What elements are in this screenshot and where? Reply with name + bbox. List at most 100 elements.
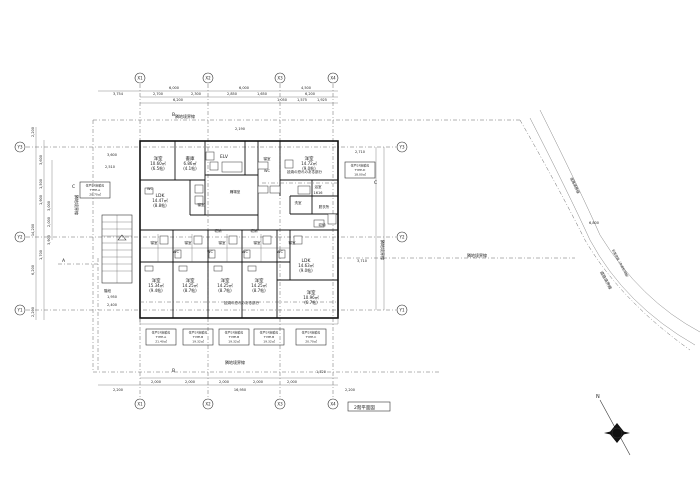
grid-bubble bbox=[202, 72, 214, 84]
room-name: LDK bbox=[302, 258, 312, 264]
room-small-label: 洗室 bbox=[295, 200, 303, 205]
room-small-label: 収納 bbox=[215, 228, 222, 233]
room-small-label: WC bbox=[264, 169, 270, 173]
dimension-value: 2,850 bbox=[227, 92, 237, 96]
boundary-label-bottom: 隣地境界線 bbox=[225, 359, 245, 365]
room-area: 14.63㎡ bbox=[298, 262, 313, 268]
room-small-label: 収納 bbox=[319, 222, 327, 227]
dimension-value: 3,754 bbox=[113, 92, 124, 96]
dimension-value: 6,200 bbox=[173, 98, 183, 102]
road-name-label: 道路境界線 bbox=[569, 176, 581, 194]
room-name: 書庫 bbox=[186, 155, 195, 162]
title-box bbox=[347, 401, 391, 412]
fixture-box bbox=[178, 265, 188, 272]
dimension-value: 2,710 bbox=[355, 150, 365, 154]
room-name: 洋室 bbox=[307, 289, 316, 296]
fixture-box bbox=[213, 265, 223, 272]
grid-bubble bbox=[202, 398, 214, 410]
heating-box bbox=[182, 328, 214, 346]
grid-bubble bbox=[396, 304, 408, 316]
fixture-box bbox=[278, 249, 286, 259]
room-small-label: WC bbox=[242, 250, 248, 254]
grid-label: Y2 bbox=[17, 235, 23, 240]
room-name: 洋室 bbox=[186, 277, 195, 284]
heating-type: TYPE-C bbox=[305, 335, 317, 339]
room-small-label: 1616 bbox=[314, 191, 323, 195]
dimension-value: 1,720 bbox=[316, 370, 326, 374]
boundary-label-mid: 隣地境界線 bbox=[380, 240, 386, 260]
dimension-value: 6,000 bbox=[169, 86, 179, 90]
room-small-label: 脱衣所 bbox=[319, 204, 330, 209]
fixture-box bbox=[194, 184, 204, 194]
room-tatami: (8.7帖) bbox=[218, 287, 232, 293]
room-tatami: (8.7帖) bbox=[252, 287, 266, 293]
fixture-box bbox=[293, 235, 303, 245]
fixture-box bbox=[247, 265, 257, 272]
dimension-value: 16,950 bbox=[234, 388, 246, 392]
dimension-value: 2,200 bbox=[113, 388, 123, 392]
dimension-value: 1,650 bbox=[257, 92, 267, 96]
section-c-label: C bbox=[72, 184, 75, 190]
dimension-value: 14,200 bbox=[31, 224, 35, 236]
room-area: 10.60㎡ bbox=[150, 160, 165, 166]
dimension-value: 6,800 bbox=[589, 221, 599, 225]
grid-label: X3 bbox=[277, 402, 283, 407]
room-small-label: WC bbox=[207, 250, 213, 254]
grid-bubble bbox=[134, 398, 146, 410]
dimension-value: 2,700 bbox=[153, 92, 163, 96]
section-markers: A B B C C bbox=[58, 112, 377, 374]
fixture-box bbox=[228, 235, 238, 245]
fixture-box bbox=[284, 159, 294, 169]
grid-bubble bbox=[14, 141, 26, 153]
dimension-value: 1,950 bbox=[107, 295, 117, 299]
heating-box bbox=[253, 328, 285, 346]
room-tatami: (9.0帖) bbox=[302, 165, 316, 171]
dimension-value: 6,200 bbox=[305, 92, 315, 96]
fixture-box bbox=[194, 195, 204, 205]
fixtures bbox=[144, 151, 337, 272]
north-label: N bbox=[596, 394, 600, 400]
room-area: 14.25㎡ bbox=[182, 282, 197, 288]
room-small-label: 寝室 bbox=[264, 156, 272, 161]
fixture-box bbox=[262, 235, 272, 245]
fixture-box bbox=[159, 235, 169, 245]
room-name: 洋室 bbox=[152, 277, 161, 284]
grid-label: X2 bbox=[205, 402, 211, 407]
floor-heating-labels: 住戸2F床暖房TYPE-A21.40㎡住戸2F床暖房TYPE-B19.32㎡住戸… bbox=[79, 161, 376, 346]
heating-title: 住戸2F床暖房 bbox=[86, 183, 105, 188]
heating-title: 住戸2F床暖房 bbox=[225, 330, 244, 335]
dimension-value: 3,600 bbox=[107, 153, 117, 157]
stair-label: 階段 bbox=[104, 288, 111, 293]
grid-bubble bbox=[134, 72, 146, 84]
section-c-label-right: C bbox=[374, 180, 377, 186]
room-area: 10.96㎡ bbox=[303, 294, 318, 300]
exterior-stair bbox=[101, 214, 133, 284]
heating-box bbox=[344, 161, 376, 179]
dimension-value: 4,500 bbox=[301, 86, 311, 90]
room-small-label: 寝室 bbox=[219, 240, 226, 245]
heating-box bbox=[295, 328, 327, 346]
fixture-box bbox=[297, 185, 311, 195]
heating-title: 住戸2F床暖房 bbox=[302, 330, 321, 335]
dimension-value: 3,600 bbox=[39, 155, 43, 165]
dimension-value: 2,000 bbox=[287, 380, 297, 384]
grid-label: X1 bbox=[137, 76, 143, 81]
dimension-value: 2,510 bbox=[105, 165, 115, 169]
grid-label: X2 bbox=[205, 76, 211, 81]
room-area: 15.34㎡ bbox=[148, 282, 163, 288]
room-name: 洋室 bbox=[221, 277, 230, 284]
section-b-label-bottom: B bbox=[172, 368, 175, 374]
room-small-label: 寝室 bbox=[198, 202, 205, 207]
fixture-box bbox=[193, 235, 203, 245]
dimension-value: 1,700 bbox=[39, 250, 43, 260]
grid-label: X1 bbox=[137, 402, 143, 407]
grid-label: Y3 bbox=[17, 145, 23, 150]
heating-area: 19.32㎡ bbox=[228, 339, 240, 344]
room-tatami: (6.7帖) bbox=[304, 299, 318, 305]
grid-label: X4 bbox=[330, 402, 336, 407]
grid-label: Y1 bbox=[17, 308, 23, 313]
dimension-value: 2,300 bbox=[191, 92, 201, 96]
